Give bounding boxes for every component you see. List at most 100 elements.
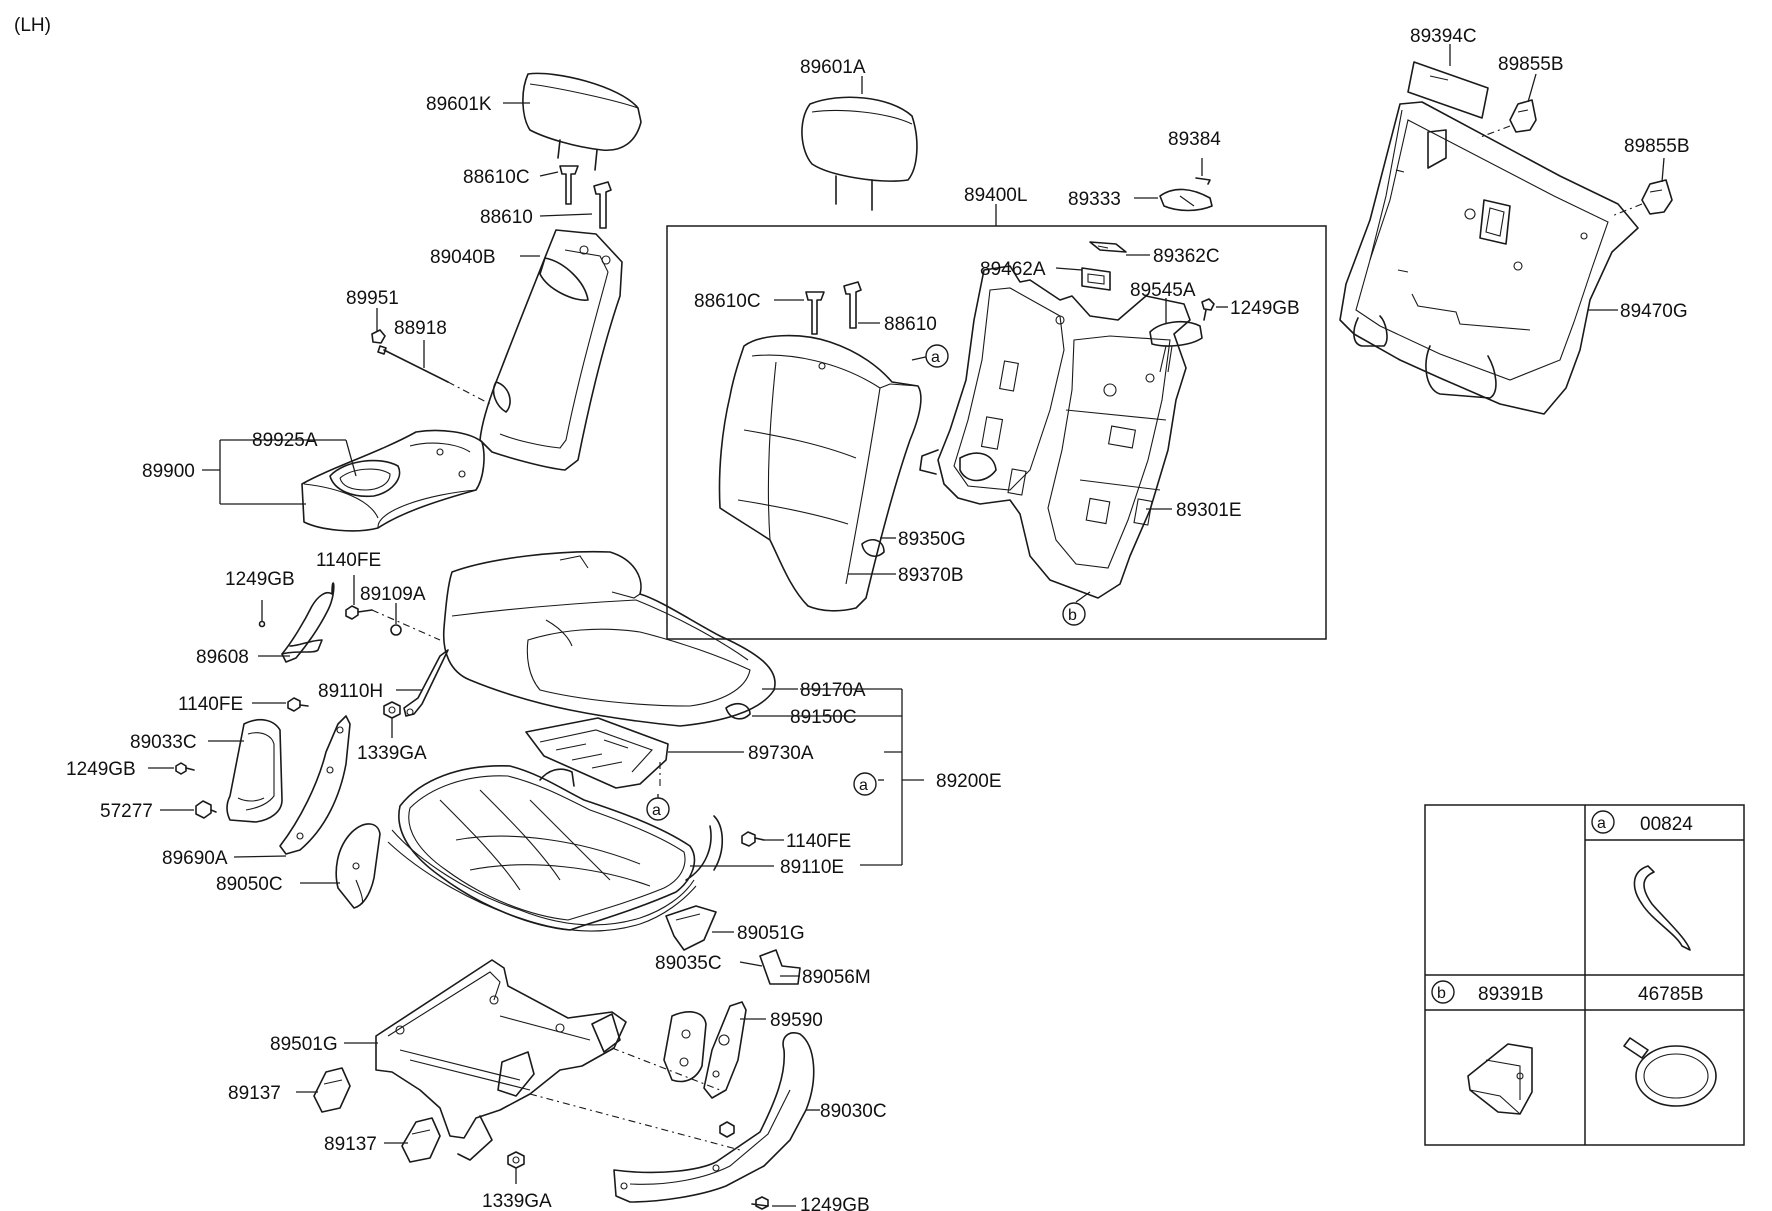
bracket-89110H bbox=[403, 649, 449, 717]
bolt-1140FE-right bbox=[741, 831, 765, 847]
headrest-center bbox=[801, 96, 918, 211]
legend-part-00824: 00824 bbox=[1640, 814, 1693, 835]
marker-a-2 bbox=[646, 797, 670, 821]
marker-b-1-text: b bbox=[1068, 607, 1077, 624]
bracket-89056M bbox=[759, 949, 801, 985]
marker-b-1 bbox=[1062, 602, 1086, 626]
label-89590: 89590 bbox=[770, 1010, 823, 1031]
label-89545A: 89545A bbox=[1130, 280, 1196, 301]
armrest-assembly bbox=[301, 429, 485, 532]
legend-part-89391B: 89391B bbox=[1478, 984, 1544, 1005]
label-89730A: 89730A bbox=[748, 743, 814, 764]
legend-table bbox=[1424, 804, 1745, 1146]
legend-marker-b-text: b bbox=[1437, 985, 1446, 1002]
label-89690A: 89690A bbox=[162, 848, 228, 869]
label-89462A: 89462A bbox=[980, 259, 1046, 280]
label-89040B: 89040B bbox=[430, 247, 496, 268]
clip-89333 bbox=[1159, 188, 1213, 212]
label-89056M: 89056M bbox=[802, 967, 871, 988]
legend-marker-a-text: a bbox=[1597, 815, 1606, 832]
label-1339GA-lower: 1339GA bbox=[482, 1191, 552, 1211]
label-89035C: 89035C bbox=[655, 953, 722, 974]
screw-1249GB-lower bbox=[719, 1121, 769, 1210]
legend-clip-89391B bbox=[1467, 1043, 1533, 1115]
legend-marker-b bbox=[1431, 980, 1455, 1004]
label-1249GB-left: 1249GB bbox=[66, 759, 136, 780]
legend-part-46785B: 46785B bbox=[1638, 984, 1704, 1005]
marker-a-1-text: a bbox=[931, 349, 940, 366]
label-88610C-center: 88610C bbox=[694, 291, 761, 312]
headrest-guides-center bbox=[805, 281, 862, 335]
seat-track-frame-89501G bbox=[375, 959, 627, 1161]
label-1140FE-upper: 1140FE bbox=[316, 550, 381, 571]
label-89137-upper: 89137 bbox=[228, 1083, 281, 1104]
label-1140FE-left: 1140FE bbox=[178, 694, 243, 715]
label-89050C: 89050C bbox=[216, 874, 283, 895]
seatback-cushion bbox=[718, 334, 922, 612]
latch-89462A bbox=[1081, 267, 1111, 291]
label-89109A: 89109A bbox=[360, 584, 426, 605]
label-89855B-upper: 89855B bbox=[1498, 54, 1564, 75]
label-89137-lower: 89137 bbox=[324, 1134, 377, 1155]
label-57277: 57277 bbox=[100, 801, 153, 822]
label-89855B-right: 89855B bbox=[1624, 136, 1690, 157]
label-89951: 89951 bbox=[346, 288, 399, 309]
seat-pad-89730A bbox=[525, 717, 669, 789]
label-89925A: 89925A bbox=[252, 430, 318, 451]
side-indicator: (LH) bbox=[14, 15, 51, 36]
label-89301E: 89301E bbox=[1176, 500, 1242, 521]
belt-guide-89545A bbox=[1149, 320, 1203, 373]
bolt-1140FE-left bbox=[287, 697, 309, 712]
seatback-assembly-frame bbox=[666, 225, 1327, 640]
label-89601K: 89601K bbox=[426, 94, 492, 115]
cover-89137-upper bbox=[313, 1067, 351, 1113]
hinge-bracket-89690A bbox=[279, 715, 351, 855]
label-88918: 88918 bbox=[394, 318, 447, 339]
headrest-left bbox=[522, 72, 642, 171]
seatback-frame-89301E bbox=[919, 265, 1191, 599]
label-89608: 89608 bbox=[196, 647, 249, 668]
label-89110H: 89110H bbox=[318, 681, 383, 702]
label-88610C-upper: 88610C bbox=[463, 167, 530, 188]
label-89362C: 89362C bbox=[1153, 246, 1220, 267]
rail-cover-89030C bbox=[613, 1032, 815, 1203]
label-89394C: 89394C bbox=[1410, 26, 1477, 47]
bezel-89362C bbox=[1089, 241, 1127, 253]
nut-1339GA-upper bbox=[383, 701, 401, 719]
side-cover-89033C bbox=[226, 718, 283, 823]
striker-89855B-upper bbox=[1477, 99, 1537, 139]
label-1249GB-a: 1249GB bbox=[225, 569, 295, 590]
pin-89951 bbox=[371, 308, 386, 344]
label-89370B: 89370B bbox=[898, 565, 964, 586]
legend-marker-a bbox=[1591, 810, 1615, 834]
label-89333: 89333 bbox=[1068, 189, 1121, 210]
nut-1339GA-lower bbox=[507, 1151, 525, 1169]
label-89170A: 89170A bbox=[800, 680, 866, 701]
label-89033C: 89033C bbox=[130, 732, 197, 753]
label-89384: 89384 bbox=[1168, 129, 1221, 150]
clip-57277 bbox=[195, 800, 217, 819]
label-88610-center: 88610 bbox=[884, 314, 937, 335]
back-panel-89470G bbox=[1339, 101, 1639, 415]
label-1249GB-lower: 1249GB bbox=[800, 1195, 870, 1211]
label-89400L: 89400L bbox=[964, 185, 1027, 206]
cover-89137-lower bbox=[401, 1117, 441, 1163]
bolt-1140FE-upper bbox=[345, 605, 402, 636]
headrest-guides-left bbox=[559, 165, 612, 229]
marker-a-3 bbox=[853, 772, 877, 796]
screw-1249GB-left bbox=[175, 762, 195, 775]
cover-89050C bbox=[335, 823, 381, 909]
label-89501G: 89501G bbox=[270, 1034, 338, 1055]
rod-88918 bbox=[377, 345, 449, 383]
bezel-89394C bbox=[1407, 61, 1489, 119]
label-89200E: 89200E bbox=[936, 771, 1002, 792]
legend-clip-00824 bbox=[1633, 865, 1691, 951]
label-89030C: 89030C bbox=[820, 1101, 887, 1122]
bracket-89051G bbox=[665, 905, 717, 951]
bracket-89035C bbox=[663, 1011, 707, 1083]
screw-1249GB-center bbox=[1201, 298, 1215, 321]
marker-a-3-text: a bbox=[859, 777, 868, 794]
hinge-cover-89608 bbox=[258, 582, 335, 663]
